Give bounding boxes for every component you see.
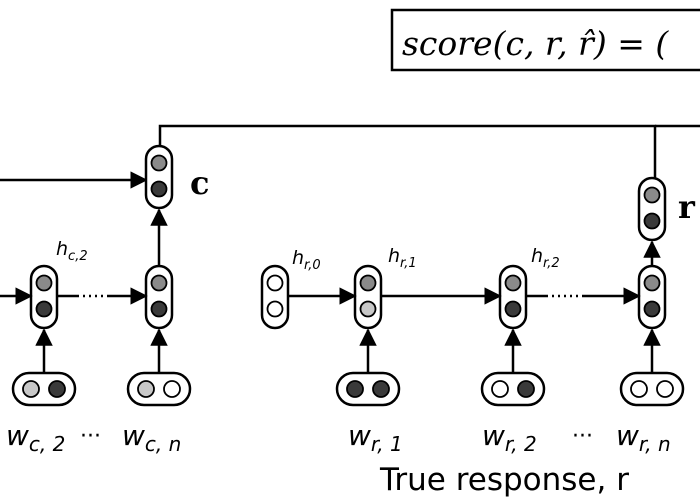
response-word-node-n <box>619 371 685 407</box>
response-word-node-2 <box>480 371 546 407</box>
context-word-node-n <box>126 371 192 407</box>
response-hidden-node-2 <box>498 264 528 330</box>
word-label-wr2: wr, 2 <box>482 419 537 456</box>
hidden-label-hr2: hr,2 <box>531 245 560 271</box>
response-hidden-node-n <box>637 264 667 330</box>
context-vector-label: c <box>190 164 209 202</box>
response-vector-node <box>637 176 667 242</box>
response-caption: True response, r <box>379 462 629 498</box>
context-word-node-2 <box>11 371 77 407</box>
response-hidden-node-0 <box>260 264 290 330</box>
response-word-node-1 <box>335 371 401 407</box>
word-label-wc2: wc, 2 <box>6 419 65 456</box>
context-hidden-node-n <box>144 264 174 330</box>
context-vector-node <box>144 144 174 210</box>
score-formula: score(c, r, r̂) = ( <box>402 24 669 63</box>
context-word-ellipsis: ··· <box>80 424 101 449</box>
word-label-wrn: wr, n <box>616 419 671 456</box>
score-formula-box: score(c, r, r̂) = ( <box>390 8 700 72</box>
word-label-wcn: wc, n <box>122 419 181 456</box>
response-word-ellipsis: ··· <box>572 424 593 449</box>
context-hidden-node-2 <box>29 264 59 330</box>
hidden-label-hr0: hr,0 <box>292 247 321 273</box>
response-hidden-node-1 <box>353 264 383 330</box>
hidden-label-hc2: hc,2 <box>56 238 88 264</box>
c-to-score-line <box>158 124 657 178</box>
hidden-label-hr1: hr,1 <box>388 245 417 271</box>
word-label-wr1: wr, 1 <box>348 419 403 456</box>
response-vector-label: r <box>678 188 696 226</box>
